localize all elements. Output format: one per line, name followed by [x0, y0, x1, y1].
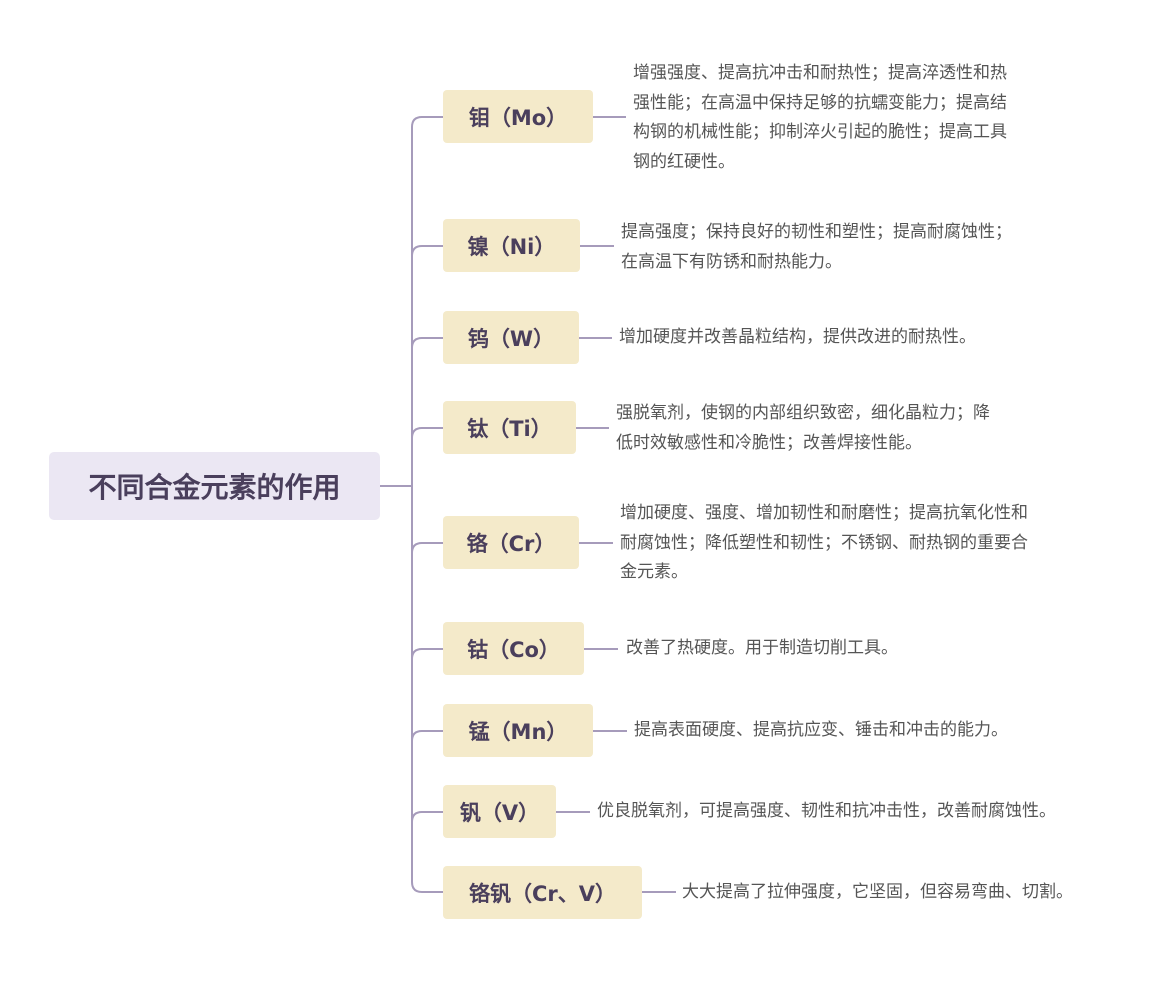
node-label: 钴（Co） [467, 637, 560, 662]
node-label: 钒（V） [459, 800, 540, 825]
desc-nickel: 提高强度；保持良好的韧性和塑性；提高耐腐蚀性；在高温下有防锈和耐热能力。 [621, 222, 1012, 272]
desc-titanium: 强脱氧剂，使钢的内部组织致密，细化晶粒力；降低时效敏感性和冷脆性；改善焊接性能。 [616, 403, 990, 453]
desc-molybdenum: 增强强度、提高抗冲击和耐热性；提高淬透性和热强性能；在高温中保持足够的抗蠕变能力… [633, 63, 1007, 172]
node-molybdenum[interactable]: 钼（Mo） [443, 90, 593, 143]
node-label: 铬（Cr） [466, 531, 556, 556]
desc-tungsten: 增加硬度并改善晶粒结构，提供改进的耐热性。 [619, 327, 976, 347]
node-label: 钛（Ti） [467, 416, 552, 441]
root-topic[interactable]: 不同合金元素的作用 [49, 452, 380, 520]
node-tungsten[interactable]: 钨（W） [443, 311, 579, 364]
node-titanium[interactable]: 钛（Ti） [443, 401, 576, 454]
desc-manganese: 提高表面硬度、提高抗应变、锤击和冲击的能力。 [634, 720, 1008, 740]
node-label: 镍（Ni） [467, 234, 556, 259]
root-topic-label: 不同合金元素的作用 [88, 471, 341, 504]
desc-vanadium: 优良脱氧剂，可提高强度、韧性和抗冲击性，改善耐腐蚀性。 [597, 801, 1056, 821]
desc-chromium-vanadium: 大大提高了拉伸强度，它坚固，但容易弯曲、切割。 [682, 882, 1073, 902]
desc-chromium: 增加硬度、强度、增加韧性和耐磨性；提高抗氧化性和耐腐蚀性；降低塑性和韧性；不锈钢… [620, 503, 1028, 582]
node-chromium[interactable]: 铬（Cr） [443, 516, 579, 569]
node-nickel[interactable]: 镍（Ni） [443, 219, 580, 272]
node-label: 铬钒（Cr、V） [468, 881, 617, 906]
node-vanadium[interactable]: 钒（V） [443, 785, 556, 838]
node-label: 钨（W） [467, 326, 555, 351]
node-cobalt[interactable]: 钴（Co） [443, 622, 584, 675]
node-label: 钼（Mo） [468, 105, 568, 130]
node-manganese[interactable]: 锰（Mn） [443, 704, 593, 757]
node-label: 锰（Mn） [468, 719, 568, 744]
node-chromium-vanadium[interactable]: 铬钒（Cr、V） [443, 866, 642, 919]
desc-cobalt: 改善了热硬度。用于制造切削工具。 [626, 638, 898, 658]
